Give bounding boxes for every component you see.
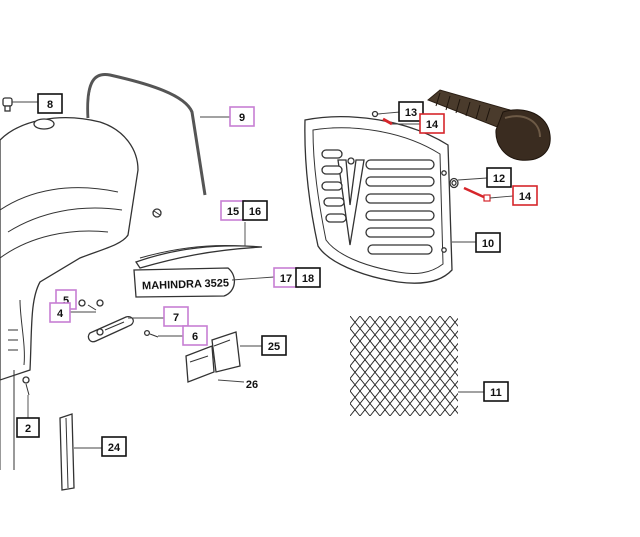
- leader-lines: [12, 101, 514, 449]
- svg-text:18: 18: [302, 273, 314, 285]
- pads-part-25-26: [185, 331, 241, 383]
- screw-part-13: [371, 110, 379, 118]
- svg-text:6: 6: [192, 331, 198, 343]
- callout-14-bottom: 14: [512, 185, 538, 206]
- svg-text:24: 24: [108, 442, 121, 454]
- callout-9: 9: [229, 106, 255, 127]
- svg-text:10: 10: [482, 238, 494, 250]
- screw-part-2: [22, 376, 30, 396]
- svg-text:8: 8: [47, 99, 53, 111]
- svg-text:11: 11: [490, 387, 502, 399]
- svg-text:12: 12: [493, 173, 505, 185]
- callout-16: 16: [242, 200, 268, 221]
- callout-12: 12: [486, 167, 512, 188]
- callout-7: 7: [163, 306, 189, 327]
- decal-text: MAHINDRA 3525: [142, 277, 229, 292]
- callout-26: 26: [246, 379, 258, 391]
- callout-15: 15: [220, 200, 246, 221]
- callout-14-top: 14: [419, 113, 445, 134]
- svg-text:2: 2: [25, 423, 31, 435]
- svg-text:9: 9: [239, 112, 245, 124]
- callout-10: 10: [475, 232, 501, 253]
- svg-text:16: 16: [249, 206, 261, 218]
- bolt-part-14: [463, 186, 491, 202]
- mesh-wires: [350, 316, 458, 416]
- bracket-part-7: [87, 315, 134, 343]
- svg-text:4: 4: [57, 308, 64, 320]
- callout-13: 13: [398, 101, 424, 122]
- callout-11: 11: [483, 381, 509, 402]
- svg-text:25: 25: [268, 341, 280, 353]
- callout-18: 18: [295, 267, 321, 288]
- svg-text:7: 7: [173, 312, 179, 324]
- small-hardware-part-4-5: [78, 299, 104, 311]
- mesh-screen-part-11: [350, 316, 458, 416]
- washer-part-13: [382, 117, 393, 126]
- callout-8: 8: [37, 93, 63, 114]
- callout-2: 2: [16, 417, 40, 438]
- callout-24: 24: [101, 436, 127, 457]
- strip-part-24: [59, 413, 75, 491]
- trim-strip-part-9: [86, 72, 207, 196]
- svg-text:15: 15: [227, 206, 239, 218]
- callout-6: 6: [182, 325, 208, 346]
- svg-text:13: 13: [405, 107, 417, 119]
- bolt-photo: [427, 89, 551, 161]
- callout-4: 4: [49, 302, 71, 323]
- hood-assembly: [0, 117, 162, 470]
- nut-part-12: [449, 177, 459, 189]
- screw-part-6: [143, 329, 159, 338]
- grille-part-10: [304, 116, 453, 284]
- stripe-decal-part-15-16: [134, 245, 263, 269]
- callout-25: 25: [261, 335, 287, 356]
- svg-text:17: 17: [280, 273, 292, 285]
- svg-text:5: 5: [63, 295, 69, 307]
- svg-text:14: 14: [519, 191, 532, 203]
- svg-text:14: 14: [426, 119, 439, 131]
- svg-text:26: 26: [246, 379, 258, 391]
- callouts: 8 9 13 14 12 14 15 16: [16, 93, 538, 457]
- callout-17: 17: [273, 267, 299, 288]
- plug-part-8: [2, 97, 13, 112]
- name-decal-part-17-18: MAHINDRA 3525: [133, 267, 235, 298]
